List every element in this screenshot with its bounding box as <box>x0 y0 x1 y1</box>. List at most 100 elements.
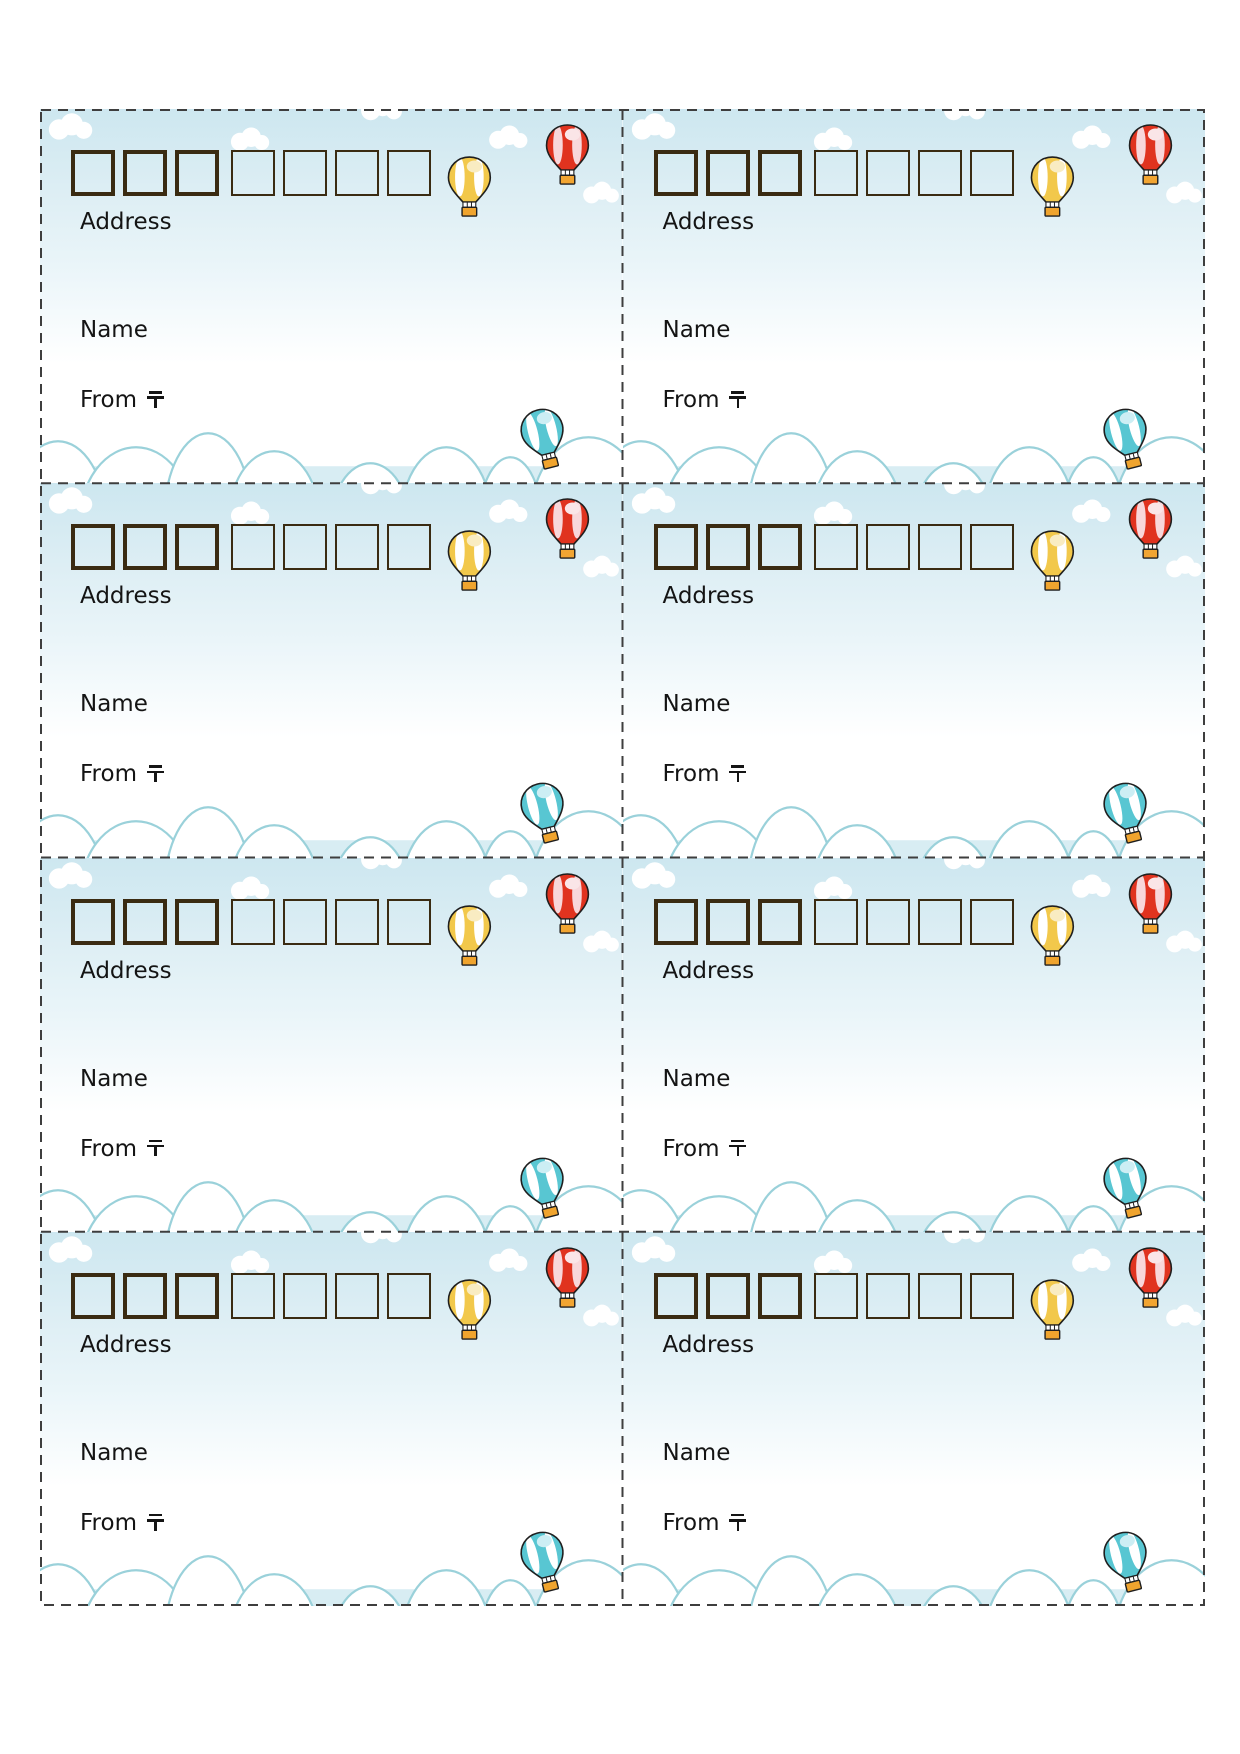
postal-code-box <box>865 1272 910 1319</box>
name-label: Name <box>662 691 731 718</box>
from-label: From <box>80 387 164 413</box>
postal-code-boxes <box>71 1272 431 1319</box>
postal-code-box <box>231 1272 275 1319</box>
postal-code-boxes <box>653 1272 1014 1319</box>
name-label: Name <box>662 317 731 343</box>
postal-code-box <box>387 524 431 571</box>
address-label-card: Address Name From <box>40 1232 623 1606</box>
postal-code-box <box>969 1272 1014 1319</box>
postal-code-box <box>231 150 275 196</box>
postal-code-box <box>865 524 910 571</box>
postal-code-box <box>813 898 858 945</box>
postal-code-boxes <box>71 524 431 571</box>
from-label: From <box>80 1510 164 1536</box>
postal-code-box <box>175 150 219 196</box>
postal-code-box <box>283 898 327 945</box>
address-label: Address <box>80 1331 172 1358</box>
postal-code-box <box>283 150 327 196</box>
from-label: From <box>663 387 747 413</box>
postal-code-boxes <box>71 150 431 196</box>
postal-code-box <box>865 898 910 945</box>
address-label-card: Address Name From <box>40 858 623 1232</box>
from-label: From <box>80 1136 164 1162</box>
address-label: Address <box>662 583 755 610</box>
postal-code-boxes <box>653 898 1014 945</box>
postal-code-boxes <box>71 898 431 945</box>
postal-mark-top-bar <box>148 1513 162 1517</box>
postal-code-box <box>653 1272 698 1319</box>
postal-code-box <box>813 150 858 196</box>
name-label: Name <box>80 317 148 343</box>
postal-code-box <box>757 1272 802 1319</box>
from-text: From <box>662 387 720 413</box>
postal-code-box <box>387 898 431 945</box>
postal-code-box <box>123 150 167 196</box>
postal-mark-top-bar <box>731 1513 745 1517</box>
postal-code-box <box>757 898 802 945</box>
address-label-card: Address Name From <box>623 109 1206 483</box>
postal-code-box <box>653 524 698 571</box>
postal-code-box <box>175 898 219 945</box>
from-text: From <box>662 761 720 788</box>
postal-code-box <box>813 524 858 571</box>
postal-mark-icon <box>146 764 164 783</box>
postal-mark-stem <box>736 1519 740 1531</box>
postal-code-box <box>917 150 962 196</box>
postal-code-box <box>969 150 1014 196</box>
postal-code-box <box>123 524 167 571</box>
postal-mark-stem <box>736 770 740 783</box>
postal-code-box <box>175 524 219 571</box>
postal-code-box <box>283 1272 327 1319</box>
postal-code-box <box>969 524 1014 571</box>
postal-mark-icon <box>146 390 164 409</box>
postal-code-box <box>969 898 1014 945</box>
from-text: From <box>80 761 137 788</box>
postal-code-box <box>335 1272 379 1319</box>
postal-mark-stem <box>154 396 157 408</box>
postal-code-box <box>917 898 962 945</box>
from-label: From <box>663 1510 747 1536</box>
postal-mark-top-bar <box>731 1139 745 1143</box>
from-label: From <box>663 1136 747 1162</box>
postal-code-box <box>757 524 802 571</box>
postal-code-box <box>123 1272 167 1319</box>
address-label-card: Address Name From <box>623 1232 1206 1606</box>
postal-code-box <box>705 1272 750 1319</box>
address-label: Address <box>80 209 172 235</box>
postal-code-box <box>387 1272 431 1319</box>
postal-code-box <box>917 524 962 571</box>
postal-mark-icon <box>729 1513 747 1532</box>
postal-mark-top-bar <box>731 765 745 768</box>
address-label-card: Address Name From <box>40 109 623 483</box>
address-label: Address <box>80 957 172 984</box>
postal-mark-stem <box>154 1519 157 1531</box>
postal-code-box <box>231 898 275 945</box>
postal-mark-stem <box>154 1144 157 1157</box>
from-text: From <box>80 1135 137 1162</box>
postal-code-box <box>71 150 115 196</box>
postal-code-box <box>757 150 802 196</box>
from-label: From <box>663 761 747 787</box>
from-text: From <box>80 387 137 413</box>
address-label: Address <box>662 1331 755 1358</box>
address-label: Address <box>80 583 172 610</box>
postal-code-box <box>335 524 379 571</box>
postal-code-box <box>705 898 750 945</box>
name-label: Name <box>80 1439 148 1466</box>
postal-mark-icon <box>146 1139 164 1158</box>
postal-mark-top-bar <box>148 391 162 394</box>
name-label: Name <box>662 1065 731 1092</box>
from-label: From <box>80 761 164 787</box>
postal-mark-stem <box>154 770 157 783</box>
postal-code-box <box>917 1272 962 1319</box>
postal-code-box <box>175 1272 219 1319</box>
postal-mark-top-bar <box>148 765 162 768</box>
from-text: From <box>662 1135 720 1162</box>
postal-mark-top-bar <box>731 391 745 394</box>
postal-code-box <box>813 1272 858 1319</box>
name-label: Name <box>662 1439 731 1466</box>
postal-code-box <box>283 524 327 571</box>
from-text: From <box>662 1509 720 1536</box>
postal-mark-stem <box>736 1144 740 1157</box>
